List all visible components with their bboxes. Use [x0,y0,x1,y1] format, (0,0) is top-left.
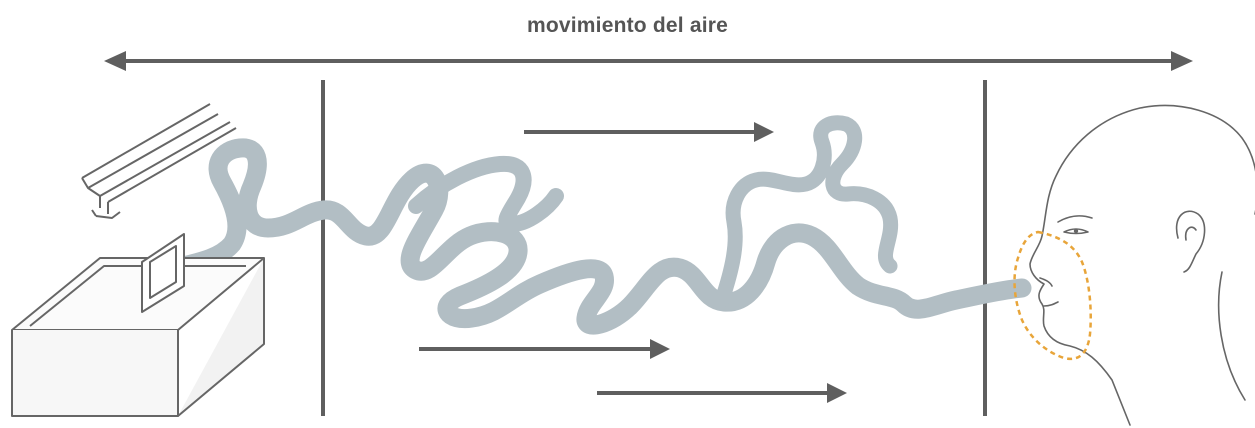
flow-arrow-middle [419,339,670,359]
flow-arrow-top [524,122,774,142]
flow-arrow-bottom [597,383,847,403]
human-head-profile-icon [1029,104,1255,426]
diagram-title: movimiento del aire [526,14,729,37]
contaminant-plume [165,115,1032,335]
air-movement-arrow [104,51,1193,71]
dip-tank-with-exhaust-hood-icon [11,103,265,417]
breathing-zone-outline [1013,230,1092,361]
